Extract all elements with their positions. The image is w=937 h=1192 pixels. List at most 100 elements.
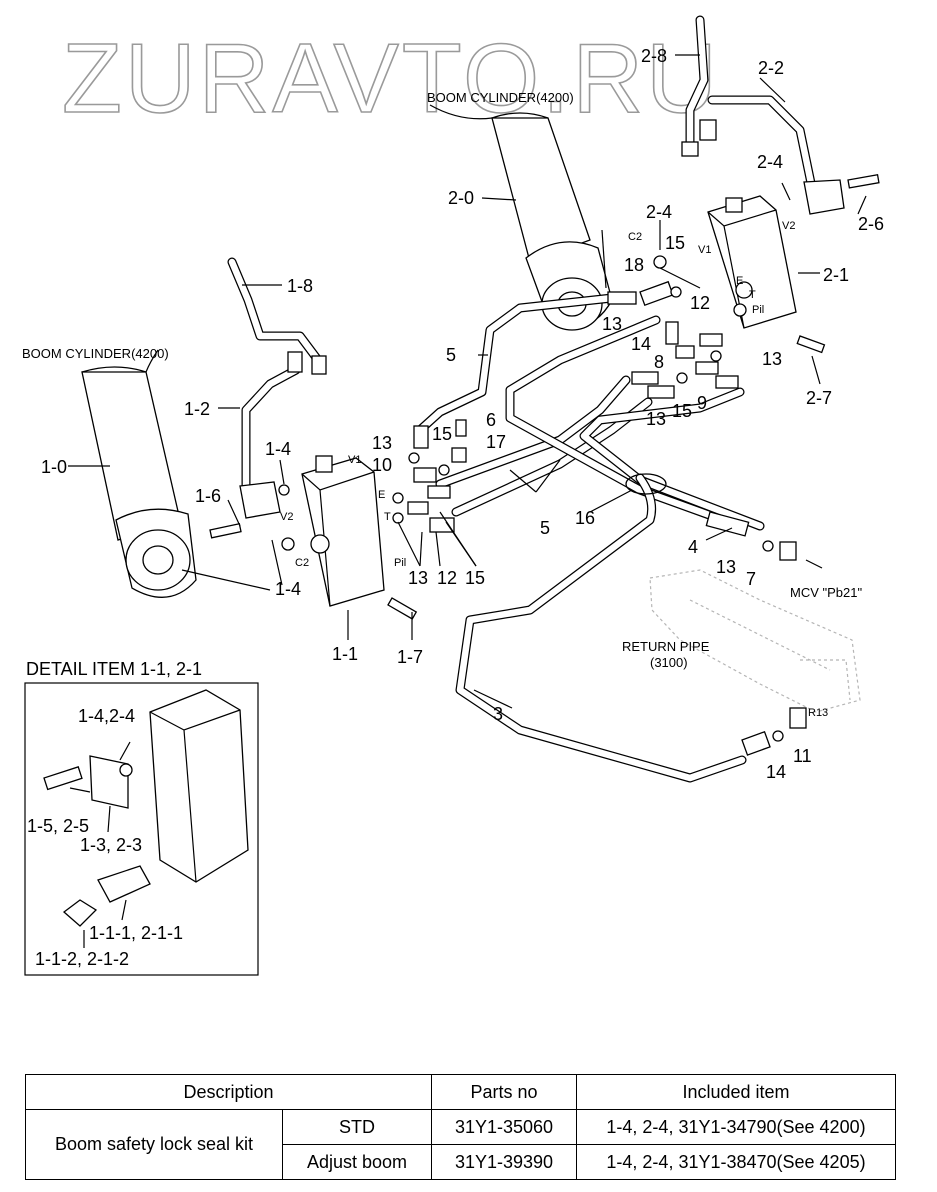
callouts: BOOM CYLINDER(4200) BOOM CYLINDER(4200) … (22, 46, 884, 782)
callout-3: 3 (493, 704, 503, 724)
callout-5-lower: 5 (540, 518, 550, 538)
detail-callout-1-1-2: 1-1-2, 2-1-2 (35, 949, 129, 969)
mcv-ghost (649, 569, 861, 713)
callout-5-upper: 5 (446, 345, 456, 365)
callout-1-4-top: 1-4 (265, 439, 291, 459)
bolt-1-6 (209, 522, 242, 539)
table-header-row: Description Parts no Included item (25, 1074, 896, 1110)
detail-callout-1-3: 1-3, 2-3 (80, 835, 142, 855)
bolt-2-7 (796, 335, 826, 354)
callout-4: 4 (688, 537, 698, 557)
included-cell: 1-4, 2-4, 31Y1-34790(See 4200) (576, 1109, 896, 1145)
port-v1-left: V1 (348, 454, 361, 466)
variant-cell: STD (282, 1109, 432, 1145)
fittings-lower (278, 419, 467, 551)
table-row: Adjust boom 31Y1-39390 1-4, 2-4, 31Y1-38… (26, 1144, 896, 1180)
hose-5-upper (415, 293, 617, 435)
flange-2 (803, 179, 845, 215)
fittings-upper (607, 255, 739, 399)
callout-12-a: 12 (690, 293, 710, 313)
fittings-return (741, 707, 807, 756)
label-boom-cylinder-left: BOOM CYLINDER(4200) (22, 346, 169, 361)
header-description: Description (25, 1074, 432, 1110)
port-r13: R13 (808, 707, 828, 719)
callout-13-b: 13 (762, 349, 782, 369)
callout-12-b: 12 (437, 568, 457, 588)
callout-13-a: 13 (602, 314, 622, 334)
port-e-right: E (736, 275, 743, 287)
detail-title: DETAIL ITEM 1-1, 2-1 (26, 659, 202, 679)
label-mcv: MCV "Pb21" (790, 585, 862, 600)
callout-10: 10 (372, 455, 392, 475)
detail-callout-1-4: 1-4,2-4 (78, 706, 135, 726)
hydraulic-diagram: ZURAVTO.RU (22, 15, 884, 976)
leader-lines (68, 54, 867, 709)
parts-table: Description Parts no Included item Boom … (25, 1074, 896, 1180)
valve-block-1-1 (301, 455, 385, 607)
fittings-mcv (705, 511, 823, 569)
watermark: ZURAVTO.RU (62, 23, 720, 133)
callout-1-2: 1-2 (184, 399, 210, 419)
hose-3 (455, 473, 747, 783)
callout-13-c: 13 (646, 409, 666, 429)
callout-11: 11 (793, 746, 812, 766)
port-v2-right: V2 (782, 220, 795, 232)
boom-cylinder-left (81, 366, 197, 598)
callout-2-8: 2-8 (641, 46, 667, 66)
callout-2-4-top: 2-4 (757, 152, 783, 172)
callout-1-1: 1-1 (332, 644, 358, 664)
valve-block-2-1 (707, 195, 797, 329)
callout-6: 6 (486, 410, 496, 430)
callout-2-2: 2-2 (758, 58, 784, 78)
port-pil-left: Pil (394, 557, 406, 569)
included-cell: 1-4, 2-4, 31Y1-38470(See 4205) (576, 1144, 896, 1180)
table-row: Boom safety lock seal kit STD 31Y1-35060… (25, 1109, 896, 1180)
label-return-pipe-no: (3100) (650, 655, 688, 670)
port-c2-right: C2 (628, 231, 642, 243)
detail-callout-1-1-1: 1-1-1, 2-1-1 (89, 923, 183, 943)
callout-2-6: 2-6 (858, 214, 884, 234)
callout-1-7: 1-7 (397, 647, 423, 667)
callout-1-0: 1-0 (41, 457, 67, 477)
callout-1-4-bottom: 1-4 (275, 579, 301, 599)
callout-9: 9 (697, 393, 707, 413)
callout-1-8: 1-8 (287, 276, 313, 296)
clamp-16 (625, 473, 667, 495)
callout-15-a: 15 (665, 233, 685, 253)
callout-2-1: 2-1 (823, 265, 849, 285)
label-return-pipe: RETURN PIPE (622, 639, 710, 654)
port-t-right: T (749, 289, 756, 301)
header-parts-no: Parts no (431, 1074, 577, 1110)
callout-2-0: 2-0 (448, 188, 474, 208)
port-v1-right: V1 (698, 244, 711, 256)
detail-callout-1-5: 1-5, 2-5 (27, 816, 89, 836)
callout-17: 17 (486, 432, 506, 452)
parts-no-cell: 31Y1-39390 (431, 1144, 577, 1180)
pipe-1-8 (227, 257, 327, 495)
detail-box: DETAIL ITEM 1-1, 2-1 1-4,2-4 1-5, 2-5 1-… (24, 659, 259, 976)
port-pil-right: Pil (752, 304, 764, 316)
port-v2-left: V2 (280, 511, 293, 523)
callout-2-4-mid: 2-4 (646, 202, 672, 222)
header-included-item: Included item (576, 1074, 896, 1110)
callout-14-a: 14 (631, 334, 651, 354)
bolt-2-6 (847, 174, 880, 189)
callout-15-c: 15 (432, 424, 452, 444)
callout-7: 7 (746, 569, 756, 589)
callout-14-b: 14 (766, 762, 786, 782)
callout-13-d: 13 (372, 433, 392, 453)
callout-2-7: 2-7 (806, 388, 832, 408)
callout-18: 18 (624, 255, 644, 275)
callout-13-e: 13 (408, 568, 428, 588)
callout-8: 8 (654, 352, 664, 372)
callout-15-b: 15 (672, 401, 692, 421)
port-c2-left: C2 (295, 557, 309, 569)
bolt-1-7 (387, 597, 418, 620)
variant-cell: Adjust boom (282, 1144, 432, 1180)
callout-16: 16 (575, 508, 595, 528)
kit-name-cell: Boom safety lock seal kit (25, 1109, 283, 1180)
label-boom-cylinder-right: BOOM CYLINDER(4200) (427, 90, 574, 105)
callout-13-f: 13 (716, 557, 736, 577)
callout-15-d: 15 (465, 568, 485, 588)
flange-1 (239, 481, 281, 519)
